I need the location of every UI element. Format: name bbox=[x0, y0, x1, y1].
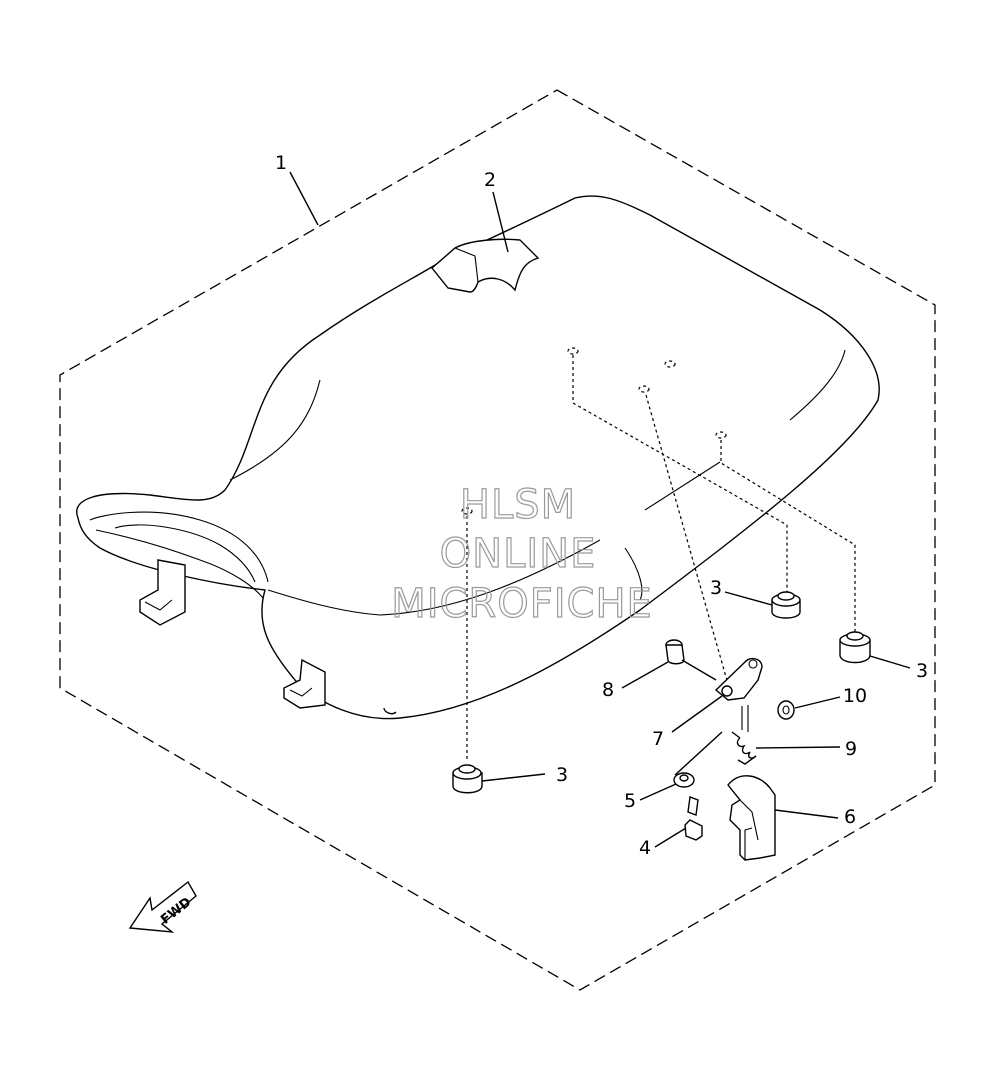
watermark-line-1: HLSM bbox=[460, 482, 576, 528]
lever-bracket bbox=[714, 657, 763, 732]
callout-9: 9 bbox=[845, 738, 857, 760]
pivot-pin bbox=[665, 639, 685, 665]
callout-6: 6 bbox=[844, 806, 856, 828]
callouts: 1 2 3 3 3 4 5 6 7 8 9 10 bbox=[275, 152, 928, 859]
watermark-line-2: ONLINE bbox=[440, 531, 597, 577]
callout-1: 1 bbox=[275, 152, 287, 174]
seat-strap bbox=[431, 238, 540, 293]
seat-cushion-left bbox=[452, 764, 483, 794]
callout-8: 8 bbox=[602, 679, 614, 701]
bolt bbox=[684, 796, 703, 841]
latch-hook bbox=[727, 775, 776, 861]
callout-4: 4 bbox=[639, 837, 651, 859]
seat-cushion-right-lower bbox=[839, 631, 871, 664]
callout-5: 5 bbox=[624, 790, 636, 812]
callout-3-right: 3 bbox=[916, 660, 928, 682]
callout-10: 10 bbox=[843, 685, 867, 707]
forward-arrow: FWD bbox=[128, 880, 197, 933]
assembly-boundary bbox=[59, 89, 936, 991]
callout-7: 7 bbox=[652, 728, 664, 750]
callout-2: 2 bbox=[484, 169, 496, 191]
spring bbox=[731, 731, 757, 765]
watermark: HLSM ONLINE MICROFICHE bbox=[391, 481, 653, 627]
callout-3-left: 3 bbox=[556, 764, 568, 786]
leader-lines bbox=[289, 171, 911, 848]
washer bbox=[673, 772, 695, 788]
clip bbox=[777, 700, 795, 720]
alignment-lines bbox=[466, 355, 856, 760]
mounting-holes bbox=[461, 347, 727, 515]
callout-3-upper: 3 bbox=[710, 577, 722, 599]
seat-cushion-right-upper bbox=[771, 591, 801, 619]
seat-assembly bbox=[76, 195, 880, 720]
watermark-line-3: MICROFICHE bbox=[391, 581, 653, 627]
